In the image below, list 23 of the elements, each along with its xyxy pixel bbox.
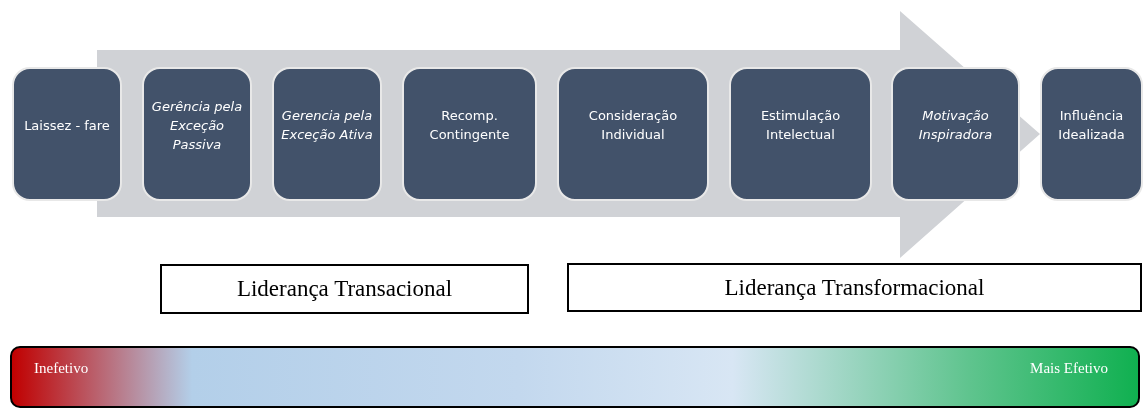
process-box [12, 67, 122, 201]
process-box [1040, 67, 1143, 201]
box-label: Recomp. Contingente [428, 107, 511, 144]
process-box [272, 67, 382, 201]
box-label: Gerência pela Exceção Passiva [150, 97, 244, 154]
category-box [160, 264, 529, 314]
box-label: Estimulação Intelectual [759, 107, 842, 144]
category-box [567, 263, 1142, 312]
box-label: Laissez - fare [24, 116, 110, 135]
high-end-label: Mais Efetivo [1030, 360, 1108, 377]
effectiveness-gradient-bar [10, 346, 1140, 408]
box-label: Liderança Transformacional [724, 274, 985, 301]
box-label: Liderança Transacional [236, 276, 453, 302]
box-label: Consideração Individual [587, 107, 679, 144]
process-box [891, 67, 1020, 201]
low-end-label: Inefetivo [34, 360, 89, 377]
box-label: Gerencia pela Exceção Ativa [280, 107, 374, 144]
process-box [402, 67, 537, 201]
process-box [729, 67, 872, 201]
process-box [142, 67, 252, 201]
box-label: Motivação Inspiradora [917, 107, 994, 144]
box-label: Influência Idealizada [1057, 107, 1126, 144]
process-box [557, 67, 709, 201]
